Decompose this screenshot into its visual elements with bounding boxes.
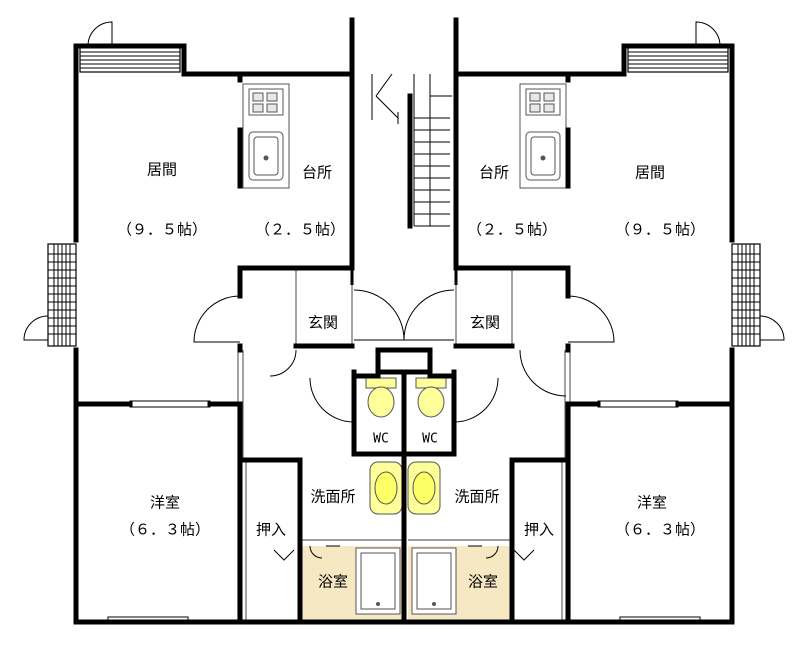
right-kitchen-size: （２．５帖）: [466, 220, 558, 239]
bathtub-right: [411, 547, 457, 615]
balcony-top-right: [627, 45, 729, 73]
balcony-door-swings: [23, 21, 785, 341]
right-washroom-label: 洗面所: [454, 487, 500, 506]
left-western-room-label: 洋室: [149, 493, 181, 512]
left-bathroom-label: 浴室: [317, 572, 349, 591]
left-western-room-size: （６．３帖）: [119, 520, 211, 539]
left-kitchen-label: 台所: [301, 163, 333, 182]
right-living-size: （９．５帖）: [614, 220, 706, 239]
staircase: [371, 73, 452, 227]
right-kitchen-label: 台所: [478, 163, 510, 182]
toilet-left: [365, 377, 397, 418]
walls: [73, 17, 735, 625]
kitchen-counter-right: [519, 83, 567, 189]
balcony-side-right: [731, 243, 761, 347]
left-living-size: （９．５帖）: [116, 220, 208, 239]
left-toilet-label: WC: [373, 431, 389, 447]
right-living-label: 居間: [634, 163, 666, 182]
right-western-room-size: （６．３帖）: [614, 520, 706, 539]
door-swings: [193, 289, 615, 561]
toilet-right: [415, 377, 447, 418]
washbasin-left: [369, 461, 403, 515]
left-entrance-label: 玄関: [307, 313, 339, 332]
washbasin-right: [407, 461, 441, 515]
left-washroom-label: 洗面所: [310, 487, 356, 506]
right-closet-label: 押入: [523, 520, 555, 539]
left-living-label: 居間: [146, 160, 178, 179]
right-bathroom-label: 浴室: [467, 572, 499, 591]
right-entrance-label: 玄関: [469, 313, 501, 332]
wall-short-stubs: [350, 268, 458, 285]
left-kitchen-size: （２．５帖）: [254, 220, 346, 239]
bathtub-left: [355, 547, 401, 615]
right-toilet-label: WC: [422, 431, 438, 447]
left-closet-label: 押入: [255, 520, 287, 539]
balcony-top-left: [79, 45, 181, 73]
balcony-side-left: [47, 243, 77, 347]
kitchen-counter-left: [242, 83, 290, 189]
right-western-room-label: 洋室: [636, 493, 668, 512]
